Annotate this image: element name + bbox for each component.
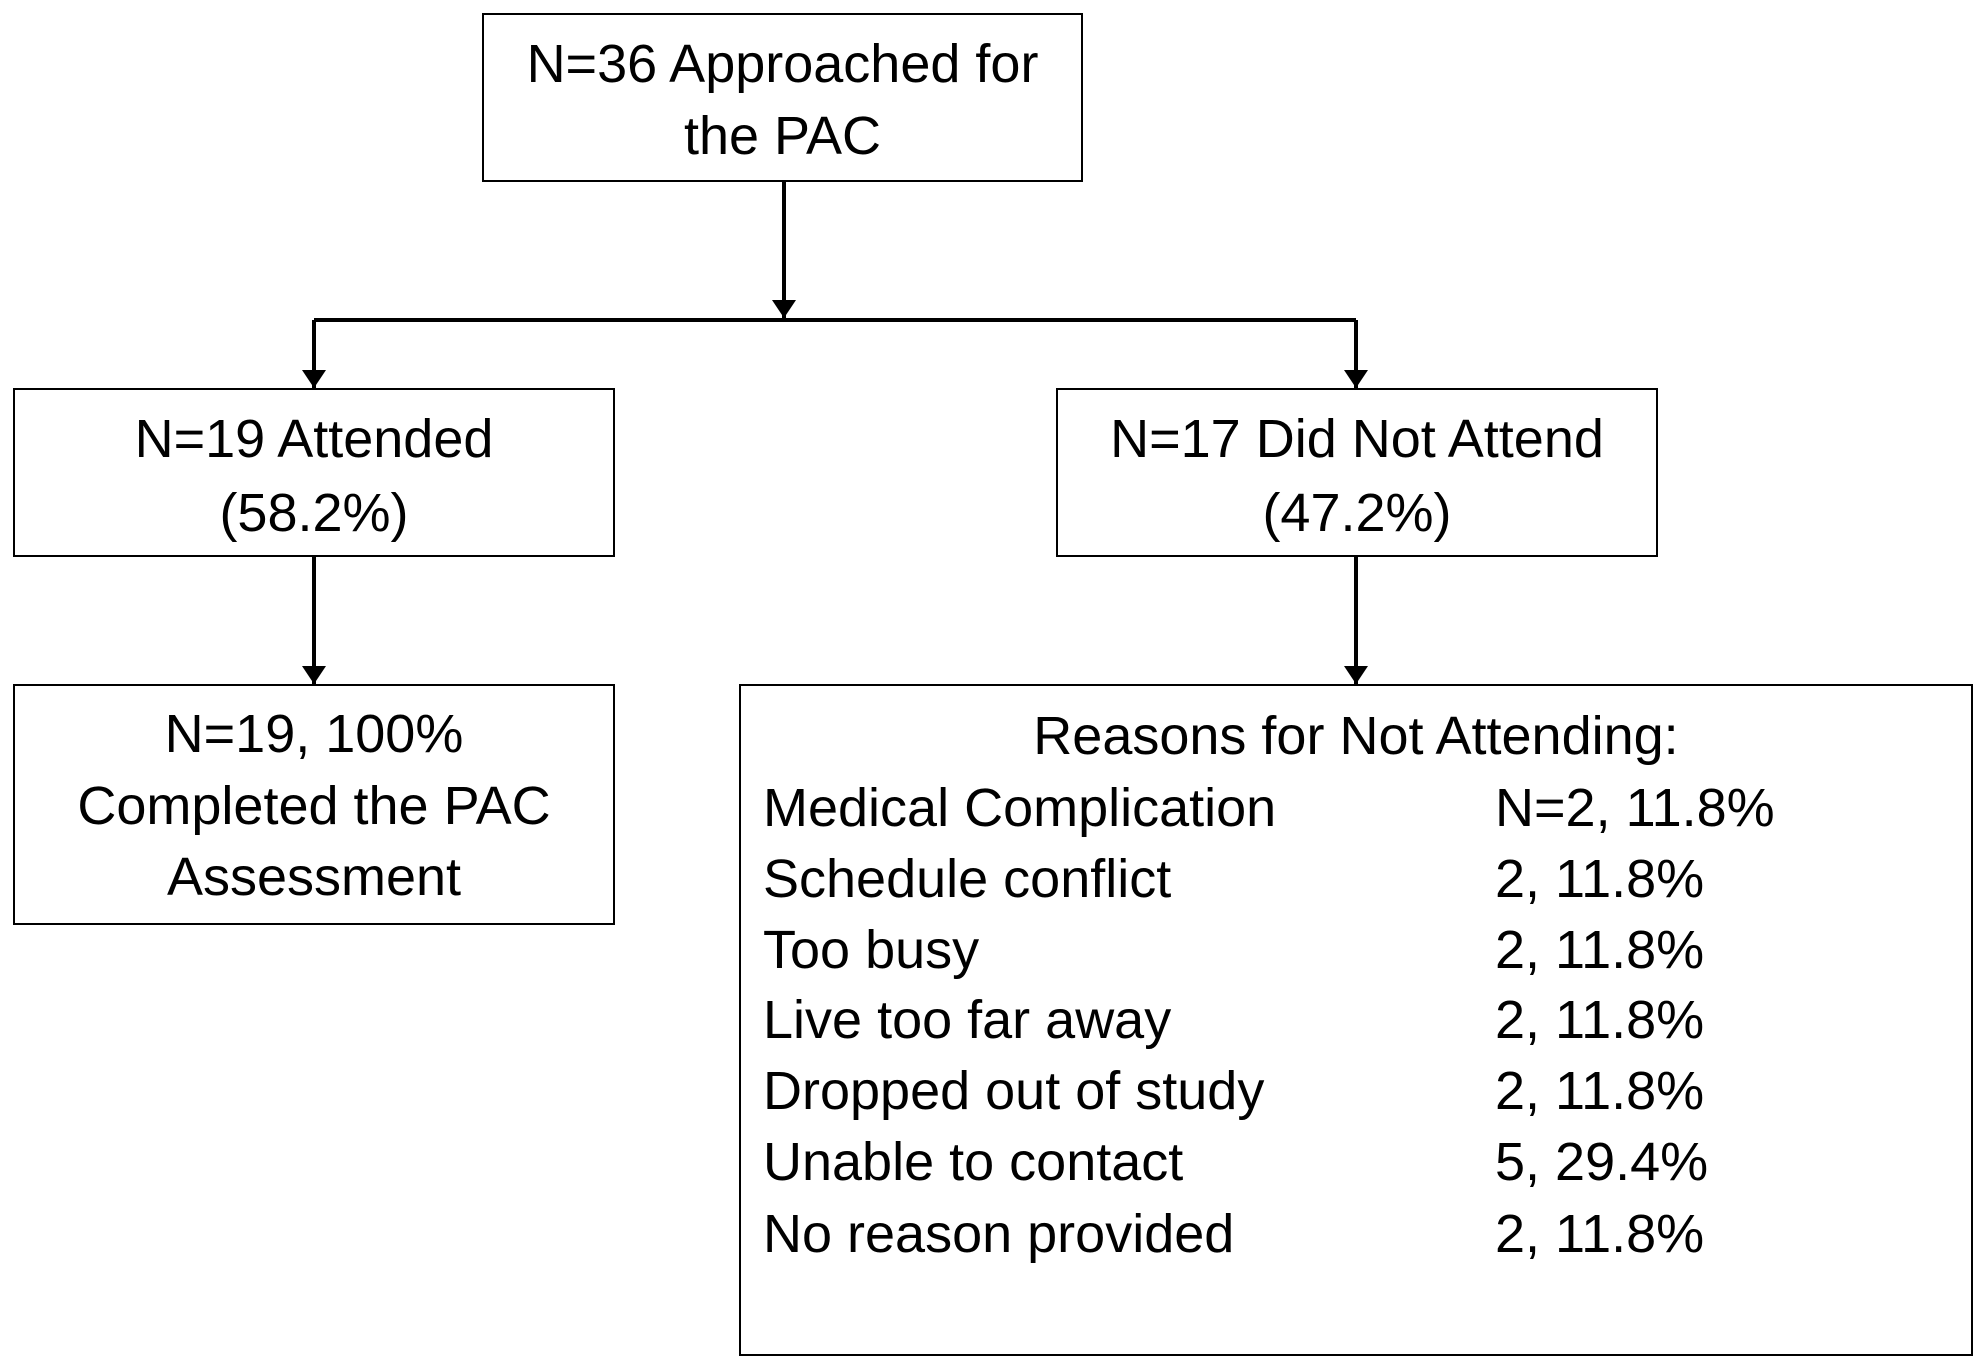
arrowhead-not-attended	[1344, 370, 1368, 388]
reason-row: Dropped out of study 2, 11.8%	[763, 1055, 1971, 1127]
arrowhead-completed	[302, 666, 326, 684]
completed-line-3: Assessment	[166, 847, 462, 907]
attended-box: N=19 Attended (58.2%)	[13, 388, 615, 557]
reason-value: 2, 11.8%	[1495, 849, 1705, 909]
completed-box: N=19, 100% Completed the PAC Assessment	[13, 684, 615, 925]
approached-box: N=36 Approached for the PAC	[482, 13, 1083, 182]
approached-line-2: the PAC	[683, 106, 882, 166]
reasons-box: Reasons for Not Attending: Medical Compl…	[739, 684, 1973, 1356]
completed-line-1: N=19, 100%	[164, 704, 464, 764]
reason-label: Medical Complication	[763, 778, 1277, 838]
reason-label: No reason provided	[763, 1204, 1235, 1264]
did-not-attend-line-2: (47.2%)	[1262, 483, 1452, 543]
did-not-attend-line-1: N=17 Did Not Attend	[1110, 409, 1604, 469]
reason-value: N=2, 11.8%	[1495, 778, 1775, 838]
reason-value: 2, 11.8%	[1495, 920, 1705, 980]
reason-row: Medical Complication N=2, 11.8%	[763, 772, 1971, 844]
reason-label: Dropped out of study	[763, 1061, 1265, 1121]
reason-label: Schedule conflict	[763, 849, 1172, 909]
approached-line-1: N=36 Approached for	[526, 34, 1039, 94]
reason-label: Unable to contact	[763, 1132, 1184, 1192]
reason-row: No reason provided 2, 11.8%	[763, 1198, 1971, 1270]
reason-value: 2, 11.8%	[1495, 990, 1705, 1050]
reason-row: Live too far away 2, 11.8%	[763, 984, 1971, 1056]
did-not-attend-box: N=17 Did Not Attend (47.2%)	[1056, 388, 1658, 557]
reason-row: Schedule conflict 2, 11.8%	[763, 843, 1971, 915]
reasons-title: Reasons for Not Attending:	[1033, 706, 1679, 766]
attended-line-1: N=19 Attended	[134, 409, 494, 469]
arrowhead-split	[772, 300, 796, 318]
reason-value: 2, 11.8%	[1495, 1204, 1705, 1264]
arrowhead-reasons	[1344, 666, 1368, 684]
reason-row: Unable to contact 5, 29.4%	[763, 1126, 1971, 1198]
reason-value: 5, 29.4%	[1495, 1132, 1709, 1192]
arrowhead-attended	[302, 370, 326, 388]
attended-line-2: (58.2%)	[219, 483, 409, 543]
reason-row: Too busy 2, 11.8%	[763, 914, 1971, 986]
completed-line-2: Completed the PAC	[77, 776, 551, 836]
reason-label: Too busy	[763, 920, 980, 980]
reason-value: 2, 11.8%	[1495, 1061, 1705, 1121]
reason-label: Live too far away	[763, 990, 1172, 1050]
